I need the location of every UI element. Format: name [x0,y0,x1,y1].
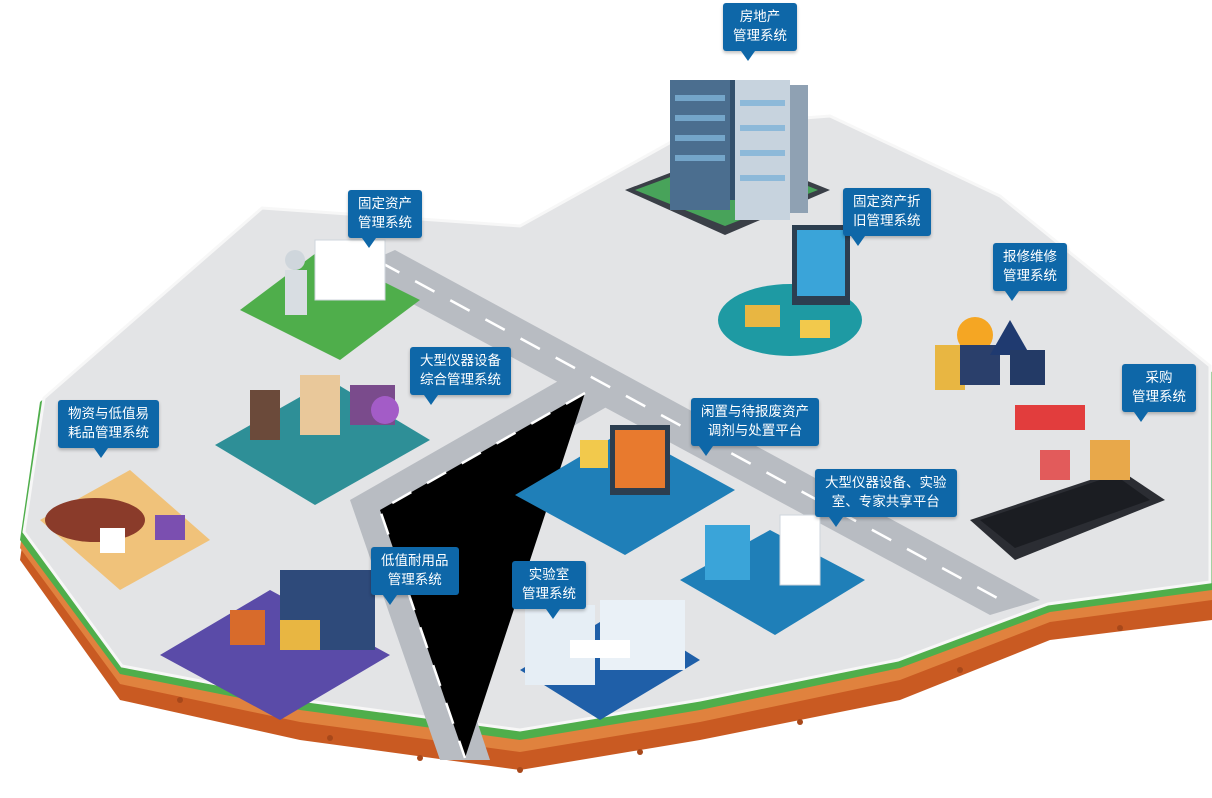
callout-materials-line-2: 耗品管理系统 [68,425,149,441]
callout-real-estate[interactable]: 房地产 管理系统 [723,3,797,61]
callout-idle-assets[interactable]: 闲置与待报废资产 调剂与处置平台 [691,398,819,456]
callout-repair-line-1: 报修维修 [1003,249,1057,265]
depreciation-illustration [718,225,862,356]
callout-laboratory-line-1: 实验室 [528,567,570,583]
callout-real-estate-line-1: 房地产 [739,9,781,25]
callout-sharing-platform-line-1: 大型仪器设备、实验 [825,475,947,491]
skyscraper-illustration [625,80,830,235]
callout-repair[interactable]: 报修维修 管理系统 [993,243,1067,301]
callout-real-estate-line-2: 管理系统 [733,28,787,44]
large-instruments-illustration [215,375,430,505]
callout-laboratory-line-2: 管理系统 [522,586,576,602]
durable-goods-illustration [160,570,390,720]
callout-repair-line-2: 管理系统 [1003,268,1057,284]
callout-durable-goods-line-1: 低值耐用品 [381,553,449,569]
fixed-assets-illustration [240,239,420,360]
repair-illustration [935,317,1045,390]
callout-idle-assets-line-1: 闲置与待报废资产 [701,404,809,420]
materials-illustration [40,470,210,590]
sharing-platform-illustration [680,514,865,635]
callout-materials[interactable]: 物资与低值易 耗品管理系统 [58,400,159,458]
callout-sharing-platform[interactable]: 大型仪器设备、实验 室、专家共享平台 [815,469,957,527]
procurement-illustration [970,405,1165,560]
callout-sharing-platform-line-2: 室、专家共享平台 [831,494,940,510]
callout-procurement-line-1: 采购 [1145,370,1173,386]
callout-fixed-assets-line-1: 固定资产 [358,196,412,212]
callout-depreciation[interactable]: 固定资产折 旧管理系统 [843,188,931,246]
callout-idle-assets-line-2: 调剂与处置平台 [707,423,803,439]
callout-materials-line-1: 物资与低值易 [68,406,149,422]
laboratory-illustration [520,600,700,720]
callout-fixed-assets[interactable]: 固定资产 管理系统 [348,190,422,248]
callout-durable-goods-line-2: 管理系统 [387,572,442,588]
callout-procurement-line-2: 管理系统 [1132,389,1186,405]
callout-laboratory[interactable]: 实验室 管理系统 [512,561,586,619]
callout-depreciation-line-2: 旧管理系统 [853,213,921,229]
callout-large-instruments[interactable]: 大型仪器设备 综合管理系统 [410,347,511,405]
callout-fixed-assets-line-2: 管理系统 [358,215,412,231]
idle-assets-illustration [515,425,735,555]
callout-depreciation-line-1: 固定资产折 [853,194,921,210]
callout-large-instruments-line-1: 大型仪器设备 [420,353,501,369]
callout-procurement[interactable]: 采购 管理系统 [1122,364,1196,422]
callout-large-instruments-line-2: 综合管理系统 [420,372,501,388]
callout-durable-goods[interactable]: 低值耐用品 管理系统 [371,547,459,605]
